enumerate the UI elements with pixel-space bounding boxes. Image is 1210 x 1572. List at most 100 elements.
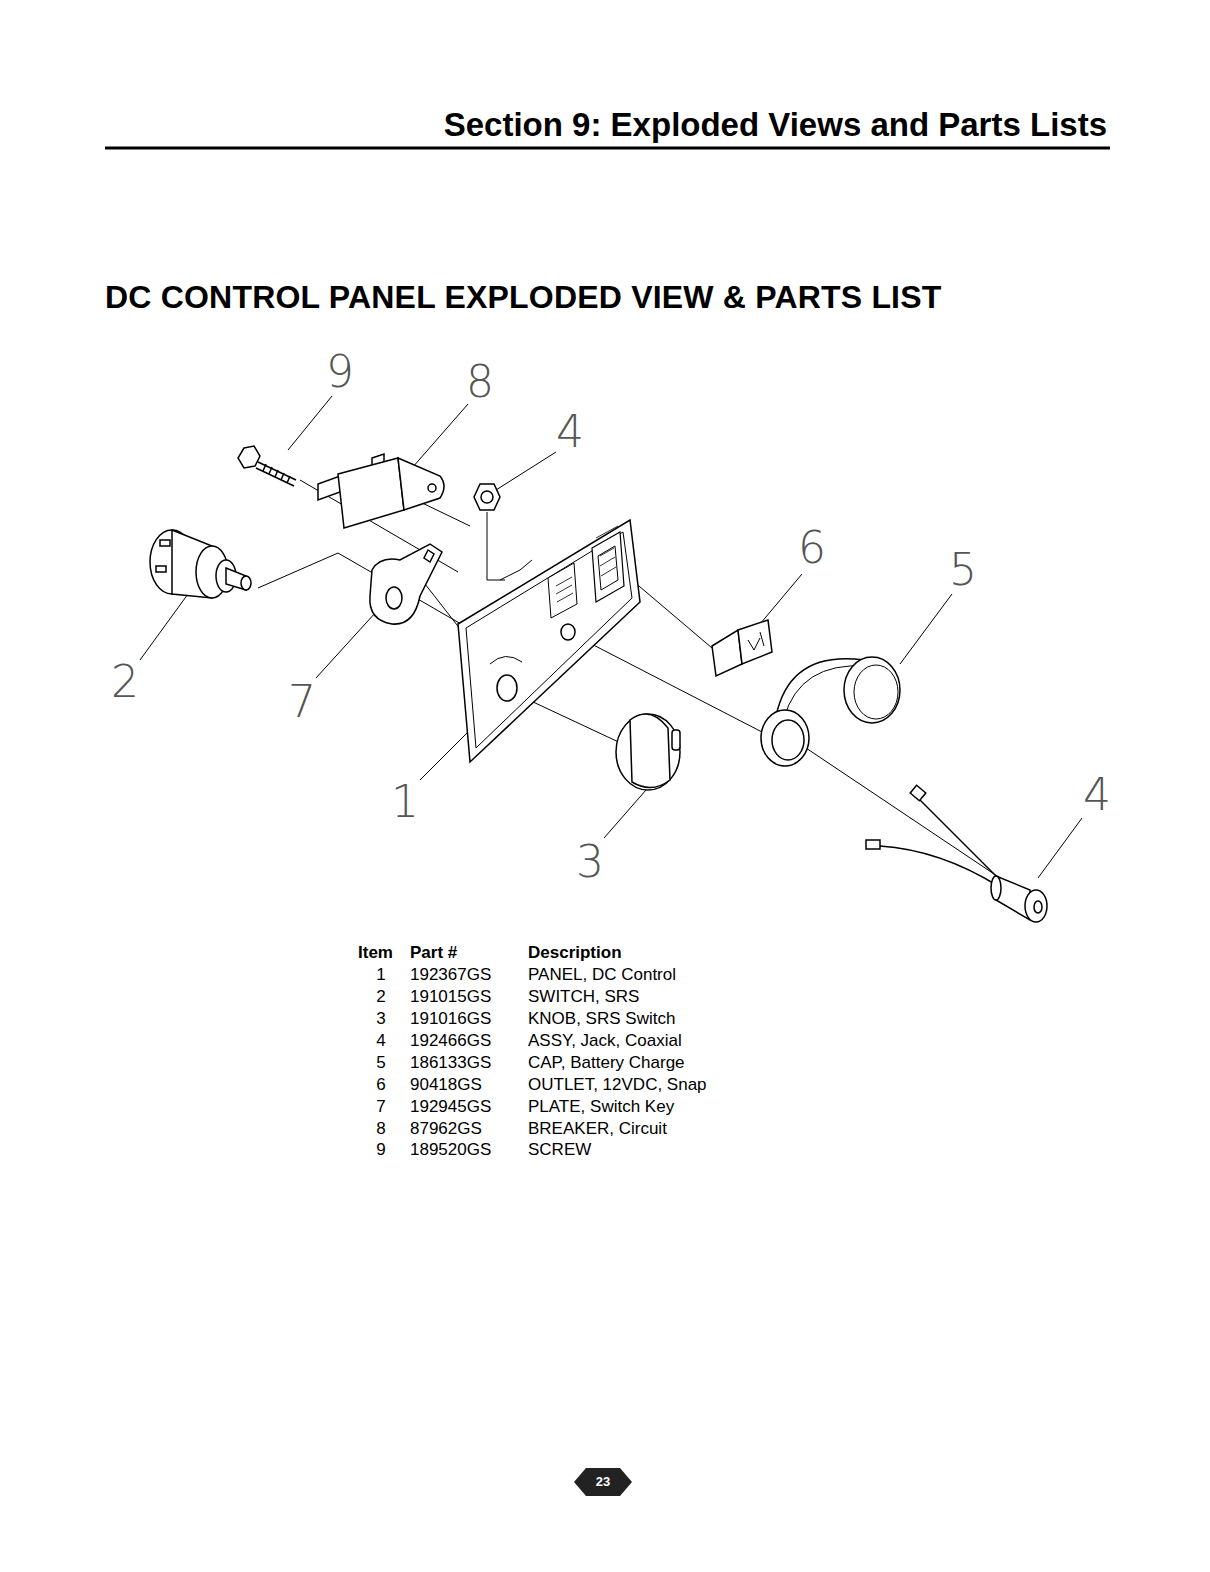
axis-line bbox=[806, 748, 1000, 878]
leader-line bbox=[496, 452, 556, 490]
section-header: Section 9: Exploded Views and Parts List… bbox=[444, 106, 1107, 144]
callout-number: 4 bbox=[556, 407, 584, 458]
part-number: 191016GS bbox=[410, 1009, 491, 1029]
table-header: Part # bbox=[410, 943, 457, 963]
circuit-breaker bbox=[318, 476, 340, 500]
circuit-breaker bbox=[318, 454, 444, 528]
coaxial-jack bbox=[866, 840, 880, 849]
part-number: 87962GS bbox=[410, 1119, 482, 1139]
part-description: OUTLET, 12VDC, Snap bbox=[528, 1075, 707, 1095]
item-number: 6 bbox=[376, 1075, 385, 1095]
page-badge bbox=[574, 1468, 632, 1496]
table-header: Item bbox=[358, 943, 393, 963]
callout-number: 3 bbox=[576, 837, 604, 888]
header-rule bbox=[105, 147, 1110, 150]
switch-srs bbox=[150, 530, 251, 598]
coaxial-jack bbox=[880, 846, 998, 886]
switch-key-plate bbox=[386, 587, 402, 609]
page-badge bbox=[574, 1468, 632, 1496]
leader-line bbox=[288, 396, 332, 450]
axis-line bbox=[500, 560, 532, 580]
switch-srs bbox=[160, 540, 170, 546]
outlet-12vdc bbox=[712, 630, 742, 676]
part-description: SWITCH, SRS bbox=[528, 987, 639, 1007]
srs-knob bbox=[616, 714, 680, 790]
callout-number: 9 bbox=[326, 347, 354, 398]
part-number: 192367GS bbox=[410, 965, 491, 985]
hex-nut bbox=[474, 484, 500, 510]
screw bbox=[238, 446, 296, 486]
item-number: 3 bbox=[376, 1009, 385, 1029]
hex-nut bbox=[474, 484, 500, 510]
part-description: ASSY, Jack, Coaxial bbox=[528, 1031, 682, 1051]
battery-charge-cap bbox=[761, 657, 900, 766]
leader-line bbox=[412, 404, 468, 468]
outlet-12vdc bbox=[738, 620, 772, 664]
callout-number: 7 bbox=[288, 677, 316, 728]
circuit-breaker bbox=[338, 458, 404, 528]
callout-number: 5 bbox=[949, 545, 977, 596]
part-description: KNOB, SRS Switch bbox=[528, 1009, 675, 1029]
table-header: Description bbox=[528, 943, 622, 963]
outlet-12vdc bbox=[748, 632, 764, 650]
callout-number: 6 bbox=[798, 523, 826, 574]
leader-line bbox=[1038, 818, 1082, 878]
control-panel bbox=[592, 532, 624, 602]
switch-srs bbox=[241, 576, 251, 590]
control-panel bbox=[561, 624, 575, 640]
battery-charge-cap bbox=[844, 657, 900, 723]
switch-srs bbox=[156, 566, 166, 572]
switch-key-plate bbox=[370, 544, 442, 624]
srs-knob bbox=[630, 714, 670, 787]
coaxial-jack bbox=[920, 800, 1000, 880]
leader-line bbox=[140, 396, 1082, 878]
coaxial-jack bbox=[866, 785, 1047, 922]
leader-line bbox=[420, 728, 472, 780]
srs-knob bbox=[616, 714, 680, 790]
screw bbox=[238, 446, 260, 468]
screw bbox=[263, 464, 290, 483]
item-number: 2 bbox=[376, 987, 385, 1007]
item-number: 9 bbox=[376, 1140, 385, 1160]
srs-knob bbox=[672, 730, 680, 750]
callout-number: 8 bbox=[466, 357, 494, 408]
axis-line bbox=[626, 575, 712, 648]
control-panel bbox=[466, 532, 632, 748]
circuit-breaker bbox=[398, 458, 444, 510]
part-description: CAP, Battery Charge bbox=[528, 1053, 685, 1073]
part-description: PLATE, Switch Key bbox=[528, 1097, 674, 1117]
control-panel bbox=[600, 548, 616, 576]
callout-number: 2 bbox=[111, 657, 139, 708]
battery-charge-cap bbox=[854, 665, 898, 719]
outlet-12vdc bbox=[712, 620, 772, 676]
item-number: 4 bbox=[376, 1031, 385, 1051]
control-panel bbox=[490, 656, 522, 664]
switch-key-plate bbox=[424, 550, 434, 562]
axis-line bbox=[258, 480, 1000, 878]
page-title: DC CONTROL PANEL EXPLODED VIEW & PARTS L… bbox=[105, 279, 942, 316]
leader-line bbox=[140, 594, 188, 660]
item-number: 1 bbox=[376, 965, 385, 985]
control-panel bbox=[497, 675, 517, 701]
leader-line bbox=[900, 594, 952, 664]
part-number: 90418GS bbox=[410, 1075, 482, 1095]
item-number: 7 bbox=[376, 1097, 385, 1117]
coaxial-jack bbox=[910, 785, 926, 800]
axis-line bbox=[487, 512, 505, 580]
control-panel bbox=[548, 563, 577, 618]
item-number: 8 bbox=[376, 1119, 385, 1139]
battery-charge-cap bbox=[772, 720, 804, 760]
part-number: 189520GS bbox=[410, 1140, 491, 1160]
control-panel bbox=[596, 526, 618, 538]
page-number: 23 bbox=[596, 1475, 610, 1490]
hex-nut bbox=[481, 491, 493, 503]
leader-line bbox=[604, 790, 646, 838]
circuit-breaker bbox=[428, 484, 436, 492]
control-panel bbox=[598, 546, 618, 590]
leader-line bbox=[760, 574, 802, 624]
callout-number: 4 bbox=[1083, 770, 1111, 821]
leader-line bbox=[316, 612, 376, 678]
coaxial-jack bbox=[991, 876, 1001, 900]
